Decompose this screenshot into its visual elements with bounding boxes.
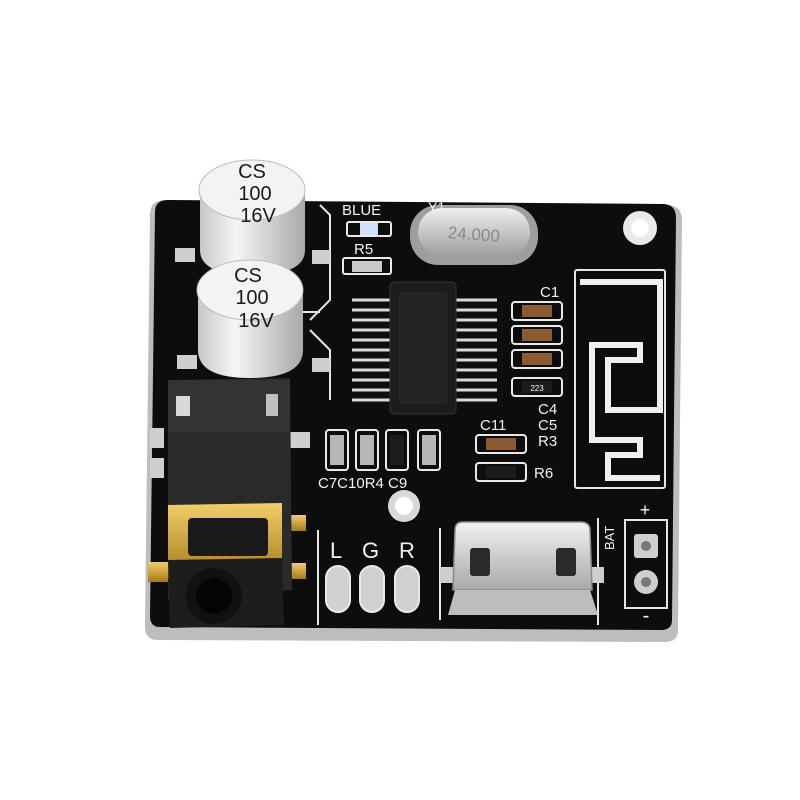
label-r: R (399, 538, 415, 563)
lgr-pads (325, 565, 420, 613)
micro-usb-icon (440, 521, 604, 615)
label-g: G (362, 538, 379, 563)
label-c4: C4 (538, 401, 557, 418)
label-r5: R5 (354, 241, 373, 258)
capacitor-bottom: CS 100 16V (177, 259, 330, 378)
antenna-trace-icon (580, 279, 663, 481)
capacitor-top-voltage: 16V (240, 205, 276, 227)
label-r6: R6 (534, 465, 553, 482)
blue-led (360, 223, 378, 235)
capacitor-bottom-value: 100 (235, 287, 268, 309)
label-blue-led: BLUE (342, 202, 381, 219)
capacitor-bottom-voltage: 16V (238, 310, 274, 332)
capacitor-top-brand: CS (238, 161, 266, 183)
crystal-marking: 24.000 (447, 223, 500, 246)
right-components (511, 301, 563, 397)
silkscreen-outlines (200, 204, 668, 625)
label-c1: C1 (540, 284, 559, 301)
resistor-r5 (352, 261, 382, 272)
label-l: L (330, 538, 342, 563)
battery-pads (634, 534, 658, 594)
label-c11: C11 (480, 417, 506, 434)
label-bottom-row: C7C10R4 C9 (318, 475, 407, 492)
capacitor-top-value: 100 (238, 183, 271, 205)
label-y1: Y1 (428, 199, 445, 215)
label-plus: + (640, 500, 651, 520)
ic-chip-icon (352, 281, 497, 415)
capacitor-top: CS 100 16V (175, 159, 330, 275)
audio-jack-icon (148, 378, 310, 628)
capacitor-bottom-brand: CS (234, 265, 262, 287)
resistor-marking: 223 (530, 384, 544, 393)
label-r3: R3 (538, 433, 557, 450)
label-minus: - (643, 605, 650, 627)
label-bat: BAT (602, 526, 617, 550)
label-c5: C5 (538, 417, 557, 434)
crystal-oscillator: 24.000 (410, 205, 538, 265)
bottom-row-components (325, 429, 441, 471)
